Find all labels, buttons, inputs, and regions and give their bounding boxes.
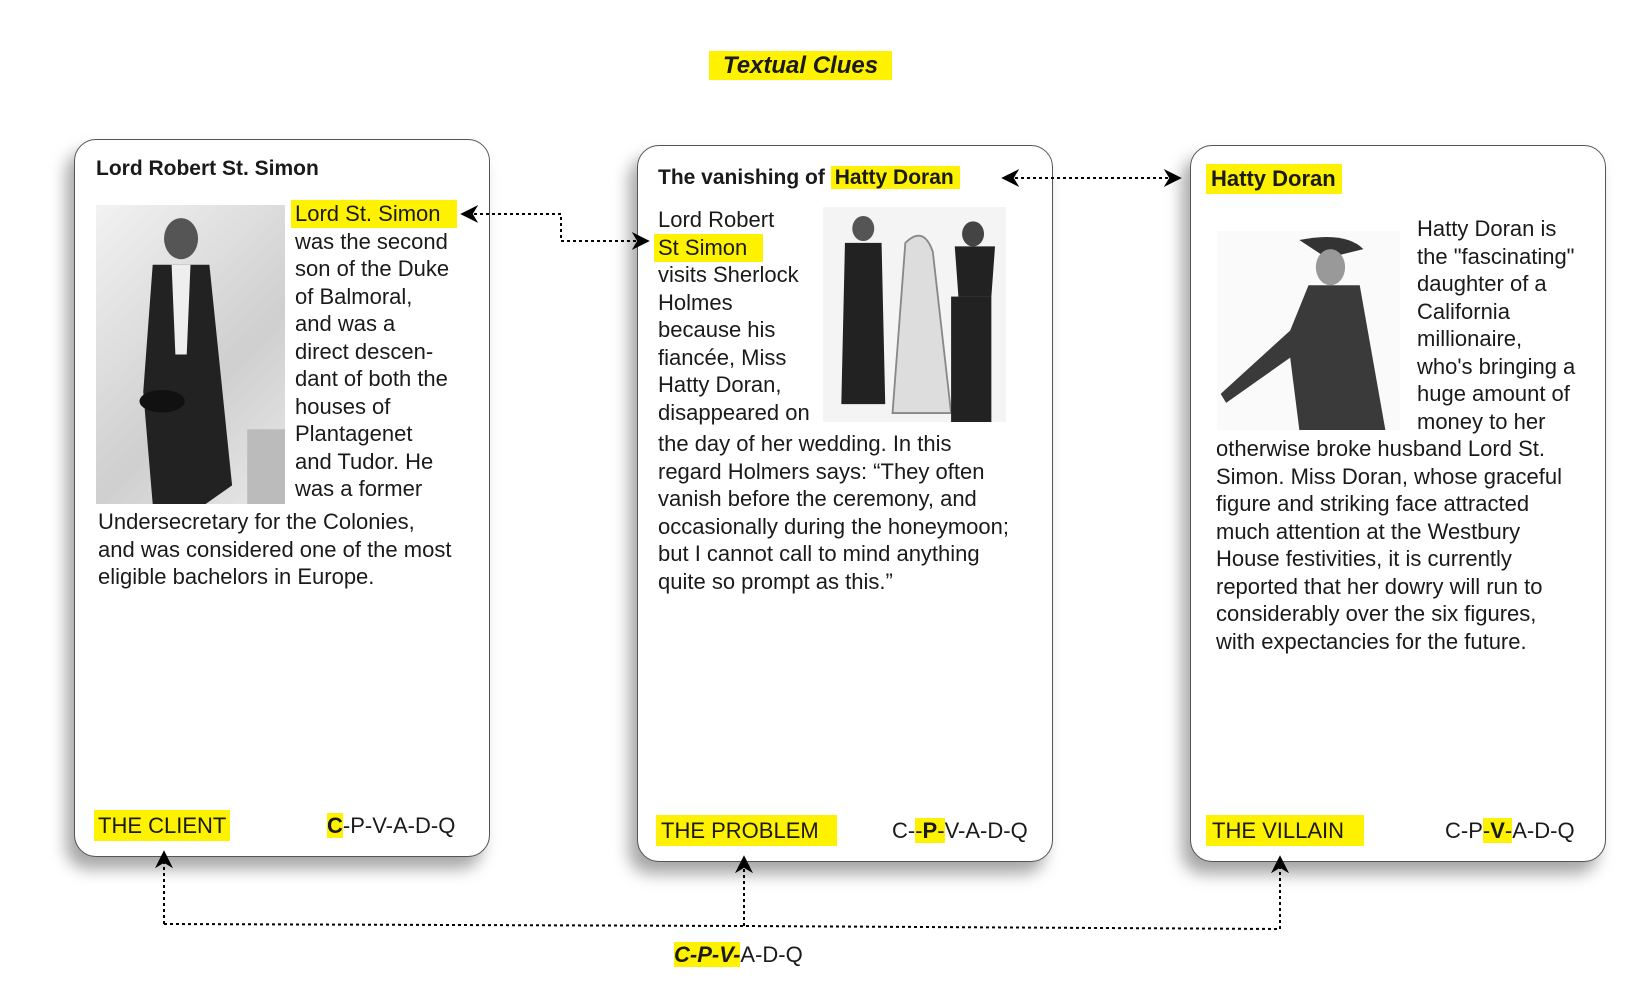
full-text-line: considerably over the six figures,	[1216, 601, 1537, 626]
side-text-line: and was a	[295, 311, 396, 336]
full-text-line: regard Holmers says: “They often	[658, 458, 985, 484]
code-segment: C-	[892, 818, 916, 843]
full-text-line: otherwise broke husband Lord St.	[1216, 436, 1545, 461]
side-text-line: of Balmoral,	[295, 283, 413, 309]
side-text-line: St Simon	[654, 233, 764, 262]
full-text-line: occasionally during the honeymoon;	[658, 513, 1010, 539]
st-simon-link-arrow	[460, 205, 650, 250]
side-text-line: daughter of a	[1417, 271, 1547, 296]
code-segment: A-D-Q	[740, 942, 803, 967]
heading-prefix: The vanishing of	[658, 166, 831, 189]
code-segment: -	[937, 818, 945, 843]
side-text-line: dant of both the	[295, 366, 448, 391]
code-segment: A-D-Q	[1512, 818, 1575, 843]
cpvadq-code: C-P-V-A-D-Q	[327, 810, 455, 841]
full-text-line: quite so prompt as this.”	[658, 568, 893, 594]
side-text-line: fiancée, Miss	[658, 344, 787, 370]
side-text-line: Plantagenet	[295, 421, 413, 446]
role-label: THE PROBLEM	[656, 815, 837, 846]
side-text-line: money to her	[1417, 408, 1546, 434]
code-segment: -	[1482, 818, 1491, 843]
combined-cpvadq-code: C-P-V-A-D-Q	[674, 942, 803, 968]
full-text-line: and was considered one of the most	[98, 536, 452, 562]
code-segment: P	[922, 818, 938, 843]
side-text-line: was a former	[295, 476, 423, 501]
side-text-line: the "fascinating"	[1417, 243, 1575, 269]
side-text-line: was the second	[295, 228, 448, 254]
side-text-line: disappeared on	[658, 399, 810, 425]
code-segment: C-P-V-	[674, 942, 741, 967]
code-segment: -	[1504, 818, 1513, 843]
side-text-line: because his	[658, 317, 776, 342]
card-heading: The vanishing of Hatty Doran	[658, 163, 960, 193]
full-text-line: eligible bachelors in Europe.	[98, 564, 375, 589]
heading-highlight: Hatty Doran	[830, 166, 960, 189]
role-label: THE CLIENT	[94, 810, 231, 841]
side-text-line: direct descen-	[295, 338, 434, 364]
code-segment: -P-V-A-D-Q	[342, 813, 456, 838]
side-text-line: California	[1417, 298, 1510, 324]
code-segment: C-P	[1445, 818, 1483, 843]
full-text-line: but I cannot call to mind anything	[658, 541, 980, 566]
full-text-line: Undersecretary for the Colonies,	[98, 509, 415, 534]
full-text-line: Simon. Miss Doran, whose graceful	[1216, 463, 1563, 489]
side-text-line: who's bringing a	[1417, 353, 1576, 379]
side-text-line: Lord Robert	[658, 207, 775, 232]
side-text-line: Hatty Doran is	[1417, 216, 1557, 241]
card-problem: The vanishing of Hatty Doran Lord Robert…	[637, 145, 1053, 862]
side-text-line: and Tudor. He	[295, 448, 434, 474]
full-text-line: with expectancies for the future.	[1216, 628, 1527, 654]
diagram-title: Textual Clues	[709, 51, 892, 80]
full-text-line: the day of her wedding. In this	[658, 431, 952, 456]
card-heading: Lord Robert St. Simon	[96, 157, 319, 180]
side-text-line: Lord St. Simon	[291, 200, 457, 228]
lord-st-simon-illustration	[96, 205, 285, 504]
full-text-line: much attention at the Westbury	[1216, 518, 1521, 544]
side-text-line: son of the Duke	[295, 256, 450, 281]
side-text-line: houses of	[295, 393, 391, 419]
full-text-line: House festivities, it is currently	[1216, 546, 1512, 571]
code-segment: C	[327, 813, 343, 838]
wedding-illustration	[823, 207, 1006, 422]
cpvadq-code: C--P-V-A-D-Q	[892, 815, 1028, 846]
side-text-line: millionaire,	[1417, 326, 1523, 351]
full-text-line: figure and striking face attracted	[1216, 491, 1530, 516]
full-text-line: reported that her dowry will run to	[1216, 573, 1543, 599]
cpvadq-code: C-P-V-A-D-Q	[1445, 815, 1575, 846]
hatty-doran-illustration	[1217, 231, 1400, 430]
card-heading: Hatty Doran	[1206, 164, 1342, 194]
bottom-connector-line	[163, 923, 1281, 930]
side-text-line: huge amount of	[1417, 381, 1570, 406]
side-text-line: Holmes	[658, 289, 733, 315]
code-segment: V	[1490, 818, 1505, 843]
code-segment: -	[915, 818, 923, 843]
code-segment: V-A-D-Q	[944, 818, 1028, 843]
role-label: THE VILLAIN	[1206, 815, 1364, 846]
side-text-line: visits Sherlock	[658, 262, 799, 287]
side-text-line: Hatty Doran,	[658, 372, 782, 397]
full-text-line: vanish before the ceremony, and	[658, 486, 977, 511]
